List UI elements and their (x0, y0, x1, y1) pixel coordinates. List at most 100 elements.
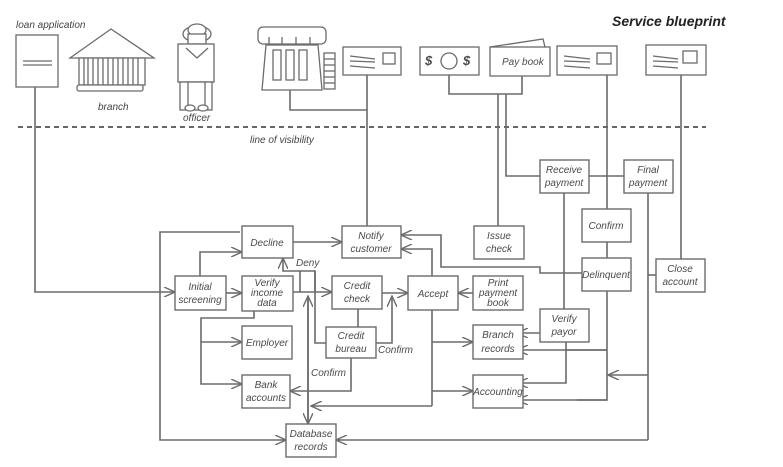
svg-text:book: book (487, 298, 510, 309)
svg-text:payment: payment (544, 178, 585, 189)
node-credit-check[interactable]: Credit check (331, 275, 383, 310)
svg-text:payor: payor (550, 327, 577, 338)
node-database-records-line2: records (294, 442, 327, 453)
node-decline[interactable]: Decline (241, 225, 294, 259)
letter-icon (645, 44, 707, 76)
dollar-sign-right: $ (462, 53, 471, 68)
node-print-payment-book-line3: book (487, 298, 510, 309)
svg-text:Credit: Credit (338, 331, 366, 342)
officer-label: officer (183, 113, 211, 124)
letter-icon (342, 46, 402, 76)
node-final-payment[interactable]: Final payment (623, 159, 674, 194)
node-confirm[interactable]: Confirm (581, 208, 632, 243)
svg-text:accounts: accounts (246, 393, 286, 404)
node-verify-payor-line1: Verify (551, 314, 577, 325)
node-verify-income-line1: Verify (254, 278, 280, 289)
edge-label-confirm-bank: Confirm (311, 368, 346, 379)
node-final-payment-line1: Final (637, 165, 659, 176)
svg-text:Final: Final (637, 165, 659, 176)
node-final-payment-line2: payment (628, 178, 669, 189)
line-of-visibility-label: line of visibility (250, 135, 315, 146)
money-icon: $ $ (419, 46, 480, 76)
bank-building-icon (67, 28, 157, 92)
officer-icon (177, 23, 215, 112)
svg-text:Accept: Accept (417, 289, 450, 300)
svg-text:payment: payment (478, 288, 519, 299)
node-bank-accounts[interactable]: Bank accounts (241, 374, 291, 409)
node-credit-check-line1: Credit (344, 281, 372, 292)
svg-text:records: records (294, 442, 327, 453)
node-delinquent[interactable]: Delinquent (581, 257, 632, 292)
node-verify-income-line2: income (251, 288, 284, 299)
svg-text:Initial: Initial (188, 282, 212, 293)
svg-text:Issue: Issue (487, 231, 511, 242)
node-credit-bureau[interactable]: Credit bureau (325, 326, 377, 359)
node-employer[interactable]: Employer (241, 325, 293, 360)
svg-text:Bank: Bank (255, 380, 279, 391)
node-close-account[interactable]: Close account (655, 258, 706, 293)
node-credit-bureau-line2: bureau (335, 344, 367, 355)
node-issue-check-line2: check (486, 244, 513, 255)
svg-text:Delinquent: Delinquent (582, 270, 631, 281)
svg-text:data: data (257, 298, 277, 309)
edge-label-deny: Deny (296, 258, 320, 269)
svg-text:Close: Close (667, 264, 693, 275)
node-database-records[interactable]: Database records (285, 423, 337, 458)
node-print-payment-book[interactable]: Print payment book (472, 275, 524, 311)
node-branch-records[interactable]: Branch records (472, 324, 524, 360)
node-print-payment-book-line1: Print (488, 278, 510, 289)
svg-text:Notify: Notify (358, 231, 385, 242)
node-issue-check[interactable]: Issue check (473, 225, 525, 260)
node-delinquent-label: Delinquent (582, 270, 631, 281)
svg-text:Verify: Verify (551, 314, 577, 325)
svg-text:Database: Database (290, 429, 333, 440)
node-notify-customer-line1: Notify (358, 231, 385, 242)
node-receive-payment-line2: payment (544, 178, 585, 189)
node-notify-customer[interactable]: Notify customer (341, 225, 402, 259)
loan-application-label: loan application (16, 20, 86, 31)
node-initial-screening-line2: screening (178, 295, 222, 306)
node-initial-screening[interactable]: Initial screening (174, 275, 227, 311)
svg-text:Decline: Decline (250, 238, 284, 249)
node-accept-label: Accept (417, 289, 450, 300)
dollar-sign-left: $ (424, 53, 433, 68)
node-accounting-label: Accounting (472, 387, 523, 398)
node-credit-bureau-line1: Credit (338, 331, 366, 342)
node-verify-income-line3: data (257, 298, 277, 309)
edge-label-confirm-bureau: Confirm (378, 345, 413, 356)
telephone-icon (257, 26, 336, 91)
node-close-account-line2: account (662, 277, 698, 288)
node-notify-customer-line2: customer (350, 244, 392, 255)
node-branch-records-line2: records (481, 344, 514, 355)
pay-book-icon: Pay book (489, 38, 551, 77)
node-initial-screening-line1: Initial (188, 282, 212, 293)
node-accounting[interactable]: Accounting (472, 374, 524, 409)
svg-text:bureau: bureau (335, 344, 367, 355)
node-receive-payment[interactable]: Receive payment (539, 159, 590, 194)
svg-text:records: records (481, 344, 514, 355)
svg-text:Verify: Verify (254, 278, 280, 289)
node-verify-income-data[interactable]: Verify income data (241, 275, 294, 312)
document-icon (15, 34, 59, 88)
svg-text:check: check (344, 294, 371, 305)
node-employer-label: Employer (246, 338, 289, 349)
svg-text:screening: screening (178, 295, 222, 306)
node-bank-accounts-line1: Bank (255, 380, 279, 391)
svg-text:Receive: Receive (546, 165, 583, 176)
svg-text:Branch: Branch (482, 330, 514, 341)
node-database-records-line1: Database (290, 429, 333, 440)
svg-text:account: account (662, 277, 698, 288)
svg-text:Employer: Employer (246, 338, 289, 349)
node-accept[interactable]: Accept (407, 275, 459, 311)
node-verify-payor-line2: payor (550, 327, 577, 338)
node-receive-payment-line1: Receive (546, 165, 583, 176)
node-branch-records-line1: Branch (482, 330, 514, 341)
svg-text:check: check (486, 244, 513, 255)
diagram-title: Service blueprint (612, 13, 727, 29)
pay-book-label: Pay book (502, 57, 545, 68)
svg-text:Print: Print (488, 278, 510, 289)
node-verify-payor[interactable]: Verify payor (539, 308, 590, 343)
svg-text:Confirm: Confirm (588, 221, 623, 232)
svg-text:Credit: Credit (344, 281, 372, 292)
